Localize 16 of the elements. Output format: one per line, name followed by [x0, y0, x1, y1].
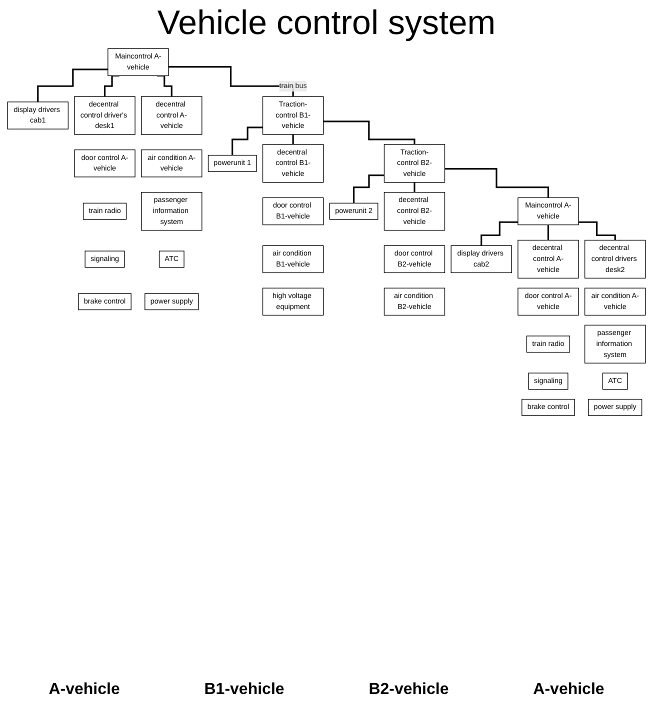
- column-label: B1-vehicle: [204, 681, 284, 699]
- column-label: B2-vehicle: [368, 681, 449, 699]
- connector: [352, 174, 384, 204]
- connector: [232, 126, 263, 156]
- column-label: A-vehicle: [48, 681, 120, 699]
- connector: [37, 68, 108, 103]
- diagram-title: Vehicle control system: [157, 4, 496, 43]
- connector: [168, 66, 294, 98]
- connector: [414, 182, 416, 194]
- connector: [578, 221, 616, 241]
- connector: [444, 168, 550, 199]
- connector: [547, 224, 550, 241]
- connector: [480, 221, 518, 246]
- connector: [323, 120, 416, 146]
- column-label: A-vehicle: [533, 681, 604, 699]
- connector: [292, 134, 294, 146]
